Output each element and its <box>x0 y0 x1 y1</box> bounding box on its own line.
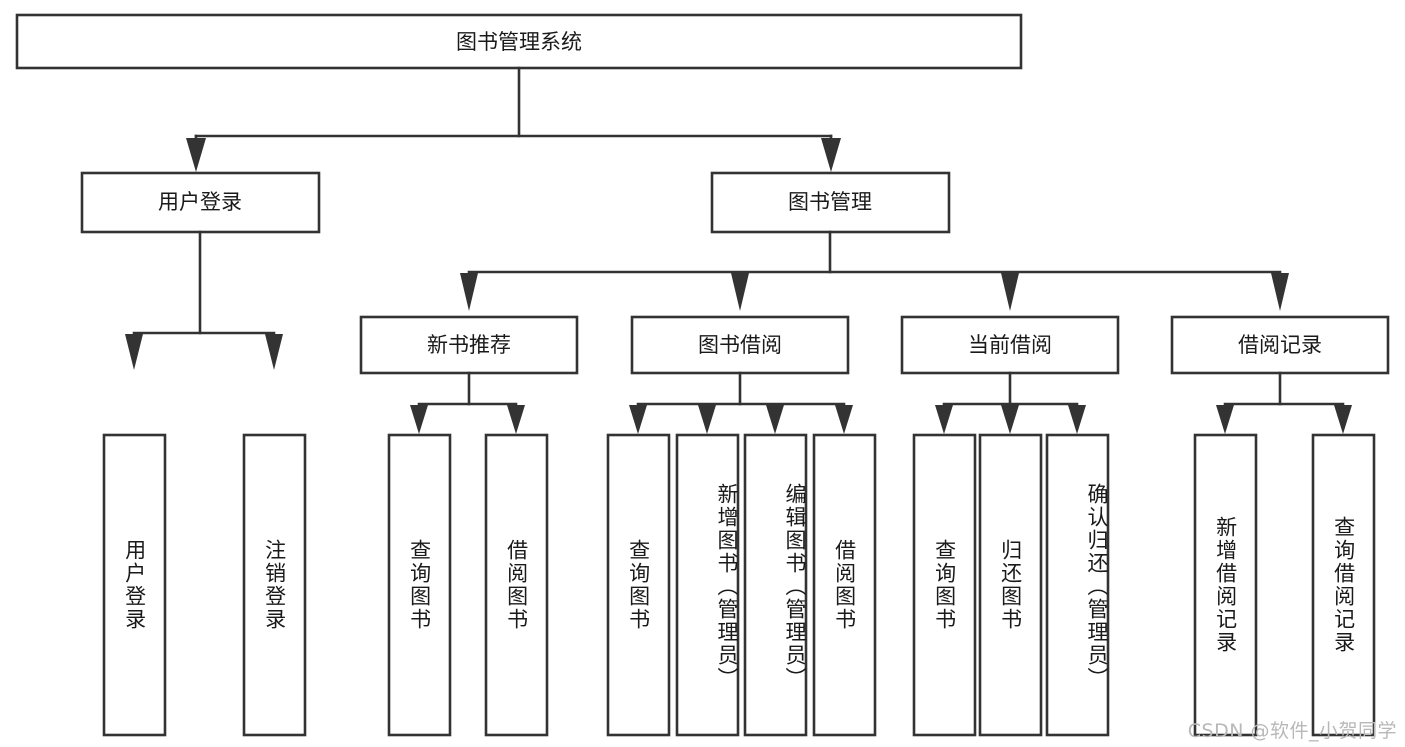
leaf-box-br-query-record[interactable] <box>1311 433 1376 737</box>
arrow-nbr-leaf-1 <box>410 405 428 434</box>
arrow-bb-leaf-2 <box>698 405 716 434</box>
leaf-box-br-add-record[interactable] <box>1193 433 1258 737</box>
arrow-to-new-book-recommend <box>460 273 478 311</box>
leaf-box-cb-query-book[interactable] <box>912 433 977 737</box>
node-current-borrow-label: 当前借阅 <box>968 333 1052 357</box>
arrow-bb-leaf-4 <box>835 405 853 434</box>
leaf-box-bb-query-book[interactable] <box>606 433 671 737</box>
arrow-to-borrow-record <box>1271 273 1289 311</box>
node-book-manage[interactable]: 图书管理 <box>710 171 951 234</box>
node-root[interactable]: 图书管理系统 <box>15 13 1023 70</box>
node-new-book-recommend-label: 新书推荐 <box>427 333 511 357</box>
arrow-cb-leaf-1 <box>935 405 953 434</box>
leaf-box-bb-borrow-book[interactable] <box>812 433 877 737</box>
leaf-box-nbr-query-book[interactable] <box>387 433 452 737</box>
watermark: CSDN @软件_小贺同学 <box>1187 720 1397 742</box>
arrow-nbr-leaf-2 <box>507 405 525 434</box>
node-book-borrow-label: 图书借阅 <box>698 333 782 357</box>
arrow-root-to-user-login <box>186 138 206 172</box>
node-current-borrow[interactable]: 当前借阅 <box>900 315 1120 375</box>
node-root-label: 图书管理系统 <box>456 30 582 54</box>
arrow-bb-leaf-1 <box>629 405 647 434</box>
leaf-box-bb-add-book[interactable] <box>675 433 740 737</box>
arrow-br-leaf-1 <box>1216 405 1234 434</box>
leaf-box-cb-return-book[interactable] <box>978 433 1043 737</box>
node-user-login[interactable]: 用户登录 <box>80 171 321 234</box>
leaf-box-logout[interactable] <box>242 433 307 737</box>
arrow-to-book-borrow <box>731 273 749 311</box>
leaf-box-cb-confirm-return[interactable] <box>1045 433 1110 737</box>
leaf-box-user-login[interactable] <box>102 433 167 737</box>
leaf-box-nbr-borrow-book[interactable] <box>484 433 549 737</box>
arrow-br-leaf-2 <box>1334 405 1352 434</box>
node-book-manage-label: 图书管理 <box>788 190 872 214</box>
arrow-cb-leaf-2 <box>1001 405 1019 434</box>
node-borrow-record-label: 借阅记录 <box>1238 333 1322 357</box>
node-user-login-label: 用户登录 <box>158 190 242 214</box>
leaf-box-bb-edit-book[interactable] <box>743 433 808 737</box>
arrow-bb-leaf-3 <box>766 405 784 434</box>
arrow-to-current-borrow <box>1001 273 1019 311</box>
arrow-root-to-book-manage <box>821 138 841 172</box>
node-book-borrow[interactable]: 图书借阅 <box>630 315 850 375</box>
node-borrow-record[interactable]: 借阅记录 <box>1170 315 1390 375</box>
arrow-cb-leaf-3 <box>1068 405 1086 434</box>
node-new-book-recommend[interactable]: 新书推荐 <box>359 315 579 375</box>
arrow-to-leaf-user-login <box>125 334 143 370</box>
arrow-to-leaf-logout <box>265 334 283 370</box>
